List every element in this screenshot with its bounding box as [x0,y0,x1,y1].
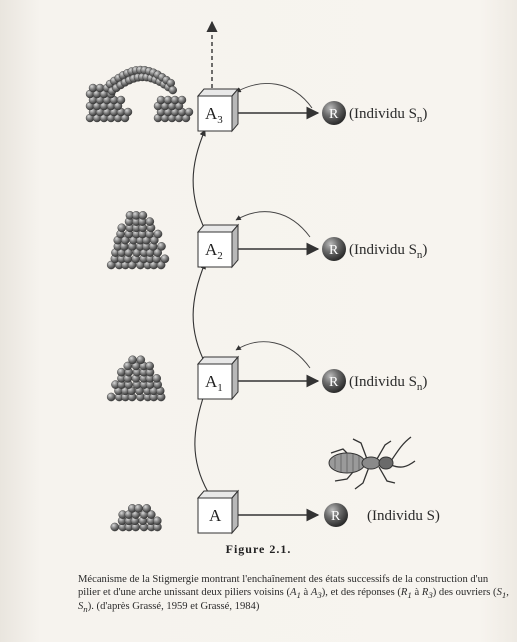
individual-label-3: (Individu Sn) [349,106,427,125]
individual-label-0: (Individu S) [367,508,440,524]
svg-text:A: A [209,506,222,525]
individual-label-2: (Individu Sn) [349,242,427,261]
pebble-pile-medium [106,355,166,402]
response-sphere-1: R [322,369,346,393]
svg-text:R: R [331,509,341,524]
transition-arrow-a1-a2 [192,262,207,366]
feedback-arc-r1-a2 [235,211,311,238]
figure-caption: Mécanisme de la Stigmergie montrant l'en… [78,574,509,615]
transition-arrow-a-a1 [194,391,209,493]
svg-text:A3: A3 [205,104,223,126]
transition-arrow-a2-a3 [192,129,207,233]
pebble-pile-large [106,211,170,270]
state-box-a3: A3 [196,87,240,133]
svg-text:A1: A1 [205,372,223,394]
stigmergy-diagram: A3 A2 A1 A R R R R (Individu Sn) ( [85,20,440,535]
pebble-pile-arch [85,65,194,123]
svg-text:R: R [329,375,339,390]
svg-text:R: R [329,107,339,122]
feedback-arc-r-a1 [235,341,311,369]
response-sphere-0: R [324,503,348,527]
termite-illustration [328,436,416,490]
figure-title: Figure 2.1. [225,542,292,556]
svg-text:A2: A2 [205,240,223,262]
response-sphere-3: R [322,101,346,125]
state-box-a2: A2 [196,223,240,269]
pebble-pile-small [110,504,162,532]
feedback-arc-r2-a3 [235,83,313,109]
individual-label-1: (Individu Sn) [349,374,427,393]
svg-text:R: R [329,243,339,258]
response-sphere-2: R [322,237,346,261]
state-box-a1: A1 [196,355,240,401]
state-box-a: A [196,489,240,535]
